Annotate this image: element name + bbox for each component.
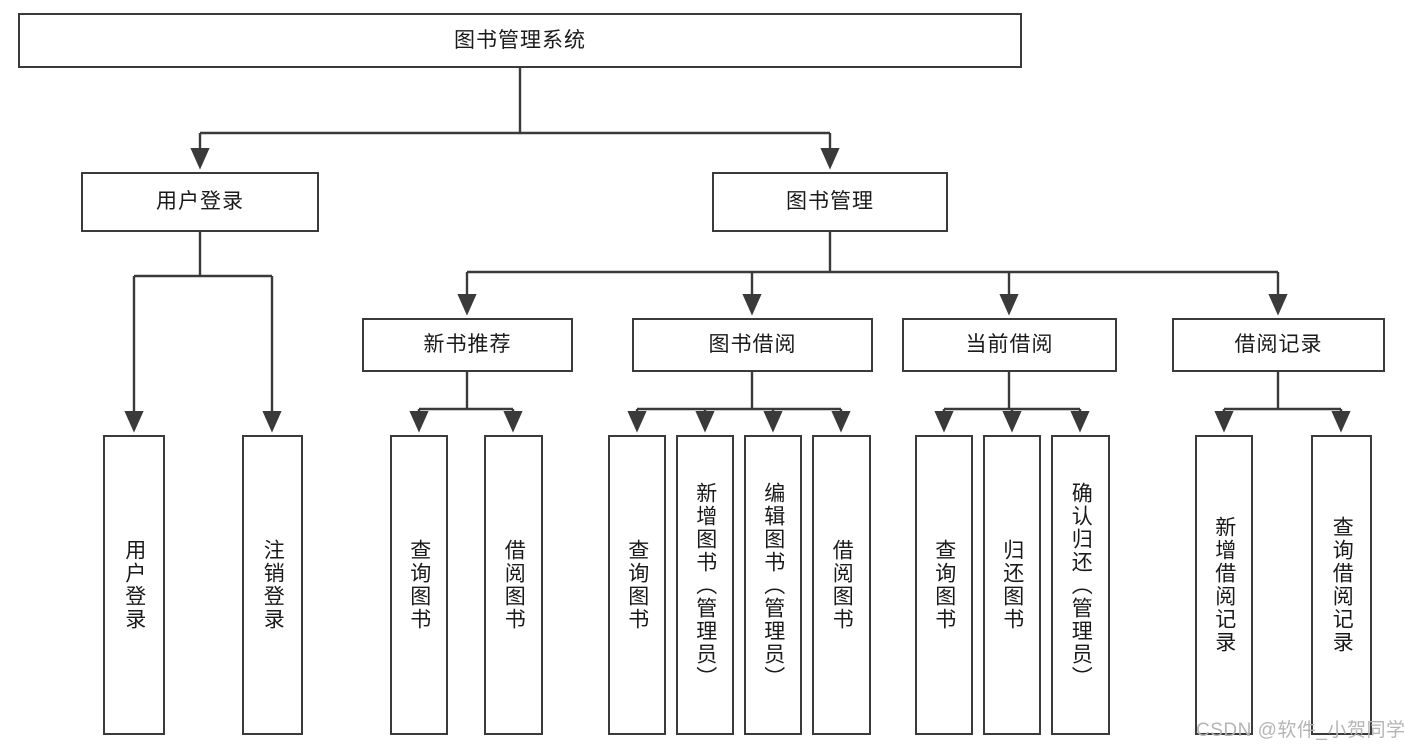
node-borrow-record[interactable]: 借阅记录 (1172, 318, 1385, 372)
node-leaf-user-logout-label: 注销登录 (261, 539, 285, 631)
node-book-borrow-label: 图书借阅 (708, 333, 797, 357)
node-leaf-query-book-cur-label: 查询图书 (932, 539, 956, 631)
node-leaf-borrow-book-rec[interactable]: 借阅图书 (484, 435, 543, 735)
node-leaf-return-book[interactable]: 归还图书 (983, 435, 1041, 735)
node-leaf-add-book-admin[interactable]: 新增图书（管理员） (676, 435, 734, 735)
node-borrow-record-label: 借阅记录 (1234, 333, 1323, 357)
node-new-book-recommend-label: 新书推荐 (423, 333, 512, 357)
node-user-login[interactable]: 用户登录 (81, 172, 319, 232)
node-leaf-query-book-cur[interactable]: 查询图书 (915, 435, 973, 735)
node-current-borrow-label: 当前借阅 (965, 333, 1054, 357)
node-leaf-add-borrow-record[interactable]: 新增借阅记录 (1195, 435, 1253, 735)
watermark: CSDN @软件_小贺同学 (1196, 720, 1405, 741)
node-leaf-query-book-rec-label: 查询图书 (407, 539, 431, 631)
node-leaf-return-book-label: 归还图书 (1000, 539, 1024, 631)
node-leaf-user-login-label: 用户登录 (122, 539, 146, 631)
node-current-borrow[interactable]: 当前借阅 (902, 318, 1117, 372)
node-leaf-edit-book-admin[interactable]: 编辑图书（管理员） (744, 435, 802, 735)
node-leaf-add-borrow-record-label: 新增借阅记录 (1212, 516, 1236, 654)
node-root[interactable]: 图书管理系统 (18, 13, 1022, 68)
node-book-manage[interactable]: 图书管理 (712, 172, 948, 232)
node-leaf-user-login[interactable]: 用户登录 (103, 435, 165, 735)
node-leaf-confirm-return-label: 确认归还（管理员） (1069, 481, 1093, 689)
node-leaf-query-book-bor-label: 查询图书 (625, 539, 649, 631)
node-leaf-query-borrow-record[interactable]: 查询借阅记录 (1311, 435, 1372, 735)
node-leaf-query-book-rec[interactable]: 查询图书 (390, 435, 448, 735)
node-user-login-label: 用户登录 (156, 190, 244, 214)
node-new-book-recommend[interactable]: 新书推荐 (362, 318, 573, 372)
node-leaf-borrow-book-bor[interactable]: 借阅图书 (812, 435, 871, 735)
node-leaf-query-book-bor[interactable]: 查询图书 (608, 435, 666, 735)
node-book-manage-label: 图书管理 (786, 190, 874, 214)
node-root-label: 图书管理系统 (454, 28, 586, 52)
node-book-borrow[interactable]: 图书借阅 (632, 318, 873, 372)
node-leaf-add-book-admin-label: 新增图书（管理员） (693, 481, 717, 689)
node-leaf-borrow-book-bor-label: 借阅图书 (830, 539, 854, 631)
node-leaf-query-borrow-record-label: 查询借阅记录 (1330, 516, 1354, 654)
node-leaf-user-logout[interactable]: 注销登录 (242, 435, 303, 735)
node-leaf-confirm-return[interactable]: 确认归还（管理员） (1051, 435, 1110, 735)
node-leaf-edit-book-admin-label: 编辑图书（管理员） (761, 481, 785, 689)
node-leaf-borrow-book-rec-label: 借阅图书 (502, 539, 526, 631)
